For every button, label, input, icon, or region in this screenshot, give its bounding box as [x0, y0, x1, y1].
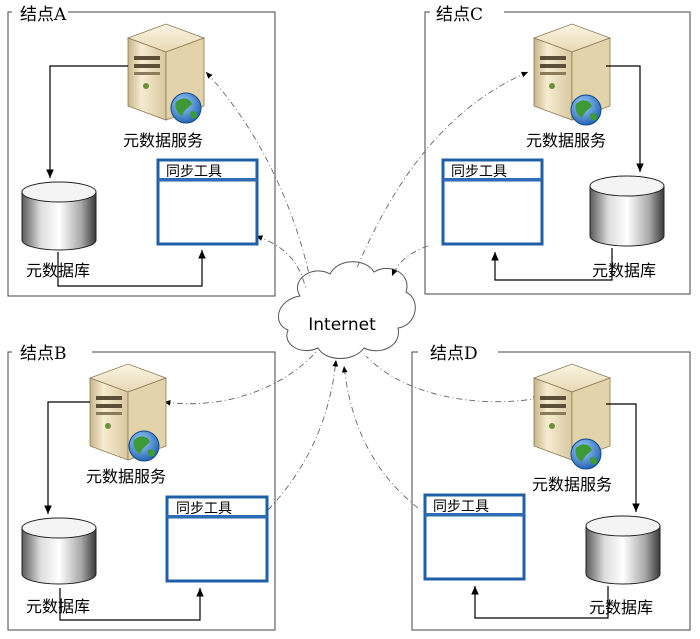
internet-label: Internet: [308, 315, 376, 335]
node-c-database-label: 元数据库: [592, 261, 656, 280]
node-a-frame: [7, 11, 276, 297]
sync-tool-window[interactable]: 同步工具: [441, 158, 544, 246]
node-d-tool-label: 同步工具: [433, 499, 489, 515]
link-service-c: [355, 71, 529, 271]
node-c-frame: [424, 11, 691, 295]
node-b-database-label: 元数据库: [26, 597, 90, 616]
node-c-service-label: 元数据服务: [526, 131, 606, 150]
node-d-service-label: 元数据服务: [532, 475, 612, 494]
link-service-b: [163, 349, 319, 406]
node-c: 元数据服务 同步工具 元数据库: [441, 23, 665, 281]
node-b-title: 结点B: [20, 344, 67, 364]
arrow-service-to-db: [606, 403, 640, 512]
arrow-service-to-db: [46, 65, 128, 178]
database-icon: [21, 517, 97, 585]
node-d: 元数据服务 同步工具 元数据库: [423, 363, 661, 619]
node-b-service-label: 元数据服务: [86, 467, 166, 486]
node-d-frame: [411, 351, 691, 631]
arrow-db-to-tool: [471, 586, 609, 619]
link-service-a: [205, 71, 311, 279]
node-b-frame: [7, 351, 276, 631]
link-tool-a: [255, 235, 307, 291]
globe-icon: [170, 92, 202, 124]
node-d-database-label: 元数据库: [589, 598, 653, 617]
node-a-service-label: 元数据服务: [123, 131, 203, 150]
database-icon: [589, 175, 665, 247]
sync-tool-window[interactable]: 同步工具: [156, 158, 259, 246]
node-b-tool-label: 同步工具: [176, 501, 232, 517]
arrow-db-to-tool: [491, 248, 613, 281]
database-icon: [21, 181, 97, 251]
arrow-service-to-db: [606, 65, 644, 172]
database-icon: [585, 515, 661, 585]
node-c-tool-label: 同步工具: [451, 164, 507, 180]
arrow-db-to-tool: [57, 250, 206, 287]
node-a-tool-label: 同步工具: [166, 164, 222, 180]
arrow-db-to-tool: [59, 588, 204, 621]
sync-tool-window[interactable]: 同步工具: [423, 493, 526, 581]
link-tool-b: [267, 359, 339, 511]
node-d-title: 结点D: [430, 344, 478, 364]
sync-tool-window[interactable]: 同步工具: [165, 495, 269, 583]
link-tool-d: [341, 365, 419, 509]
link-tool-c: [391, 245, 429, 277]
node-c-title: 结点C: [436, 5, 483, 25]
node-a: 元数据服务 元数据库 同步工具: [21, 23, 259, 287]
arrow-service-to-db: [44, 401, 90, 514]
globe-icon: [570, 438, 602, 470]
globe-icon: [128, 430, 160, 462]
network-links: [163, 71, 541, 511]
globe-icon: [570, 94, 602, 126]
node-a-title: 结点A: [20, 5, 67, 25]
internet-cloud: [278, 261, 416, 359]
node-b: 元数据服务 元数据库 同步工具: [21, 363, 269, 621]
